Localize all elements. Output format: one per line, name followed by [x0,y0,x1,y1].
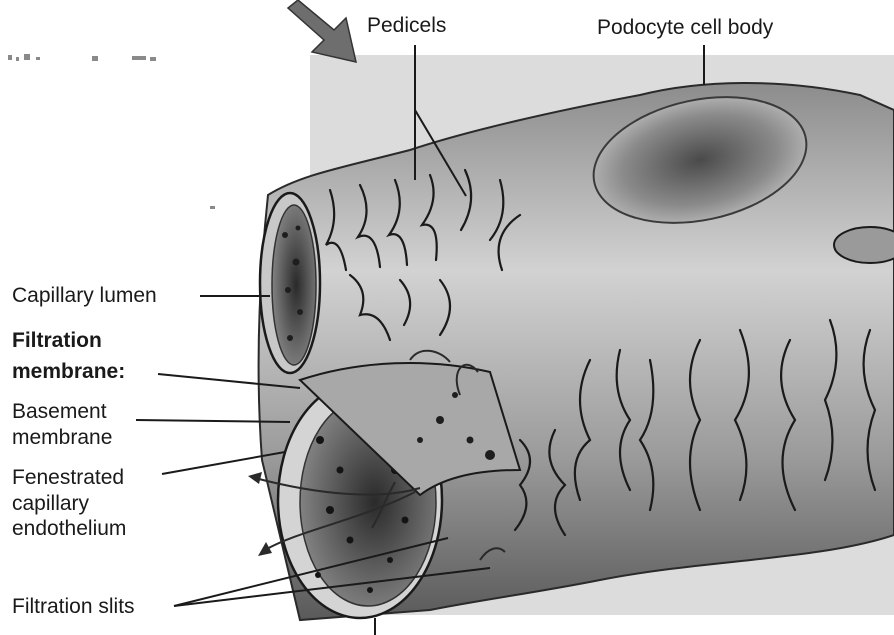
label-filtration-membrane-2: membrane: [12,360,125,384]
label-basement-membrane-1: Basement [12,400,107,424]
label-fenestrated-1: Fenestrated [12,466,124,490]
label-podocyte-cell-body: Podocyte cell body [597,16,773,40]
label-filtration-membrane-1: Filtration [12,329,102,353]
label-fenestrated-2: capillary [12,492,89,516]
label-filtration-slits: Filtration slits [12,595,135,619]
label-capillary-lumen: Capillary lumen [12,284,157,308]
arrow-down-right-icon [288,0,356,62]
scan-noise [8,54,215,209]
label-pedicels: Pedicels [367,14,446,38]
upper-capillary-lumen [272,205,316,365]
label-basement-membrane-2: membrane [12,426,112,450]
label-fenestrated-3: endothelium [12,517,126,541]
side-podocyte [834,227,894,263]
